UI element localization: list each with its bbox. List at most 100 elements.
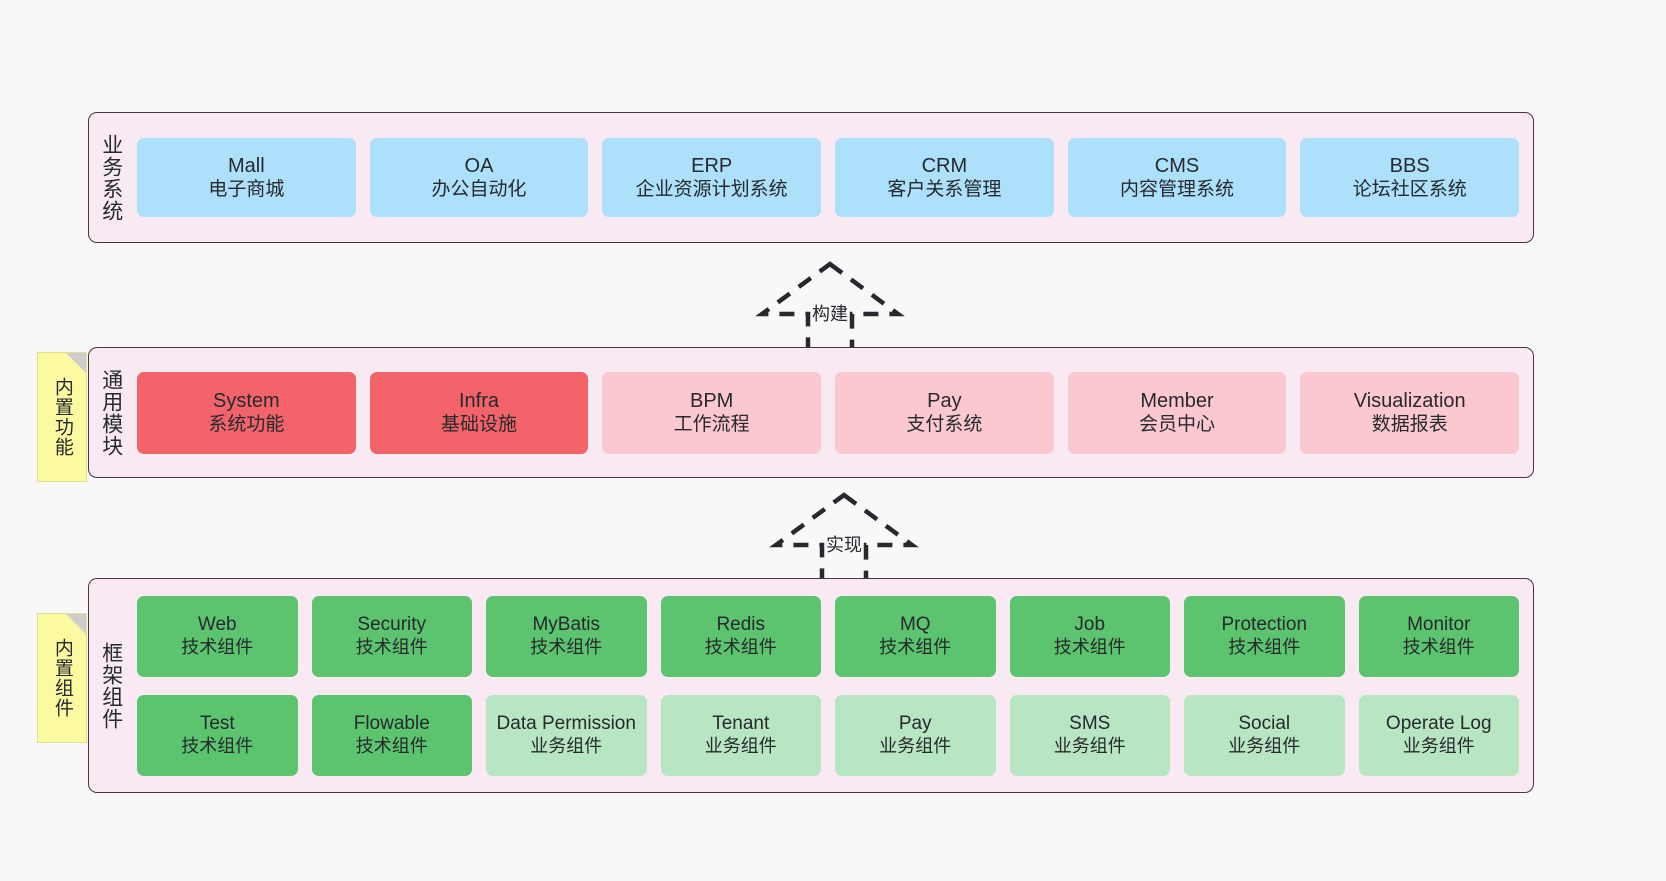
node-desc: 客户关系管理: [887, 179, 1002, 201]
node-desc: 业务组件: [704, 735, 777, 756]
node-name: Member: [1140, 389, 1214, 412]
node-desc: 论坛社区系统: [1352, 179, 1467, 201]
node-name: Job: [1074, 614, 1106, 636]
node-name: Mall: [228, 154, 265, 177]
note-fold-corner-icon: [66, 353, 86, 373]
node-name: Monitor: [1407, 614, 1471, 636]
node-desc: 技术组件: [1053, 636, 1126, 657]
implement-arrow: 实现: [766, 489, 922, 585]
node-desc: 内容管理系统: [1120, 179, 1235, 201]
node-desc: 技术组件: [704, 636, 777, 657]
node-name: Social: [1238, 713, 1291, 735]
node-desc: 技术组件: [530, 636, 603, 657]
node-desc: 技术组件: [181, 636, 254, 657]
node-name: Data Permission: [496, 713, 636, 735]
node-desc: 技术组件: [1402, 636, 1475, 657]
node-desc: 业务组件: [1228, 735, 1301, 756]
node-desc: 业务组件: [530, 735, 603, 756]
node-desc: 业务组件: [1053, 735, 1126, 756]
node-name: MQ: [899, 614, 931, 636]
note-fold-corner-icon: [66, 614, 86, 634]
node-name: BPM: [690, 389, 734, 412]
node-name: BBS: [1389, 154, 1430, 177]
module-layer-title: 通用模块: [99, 368, 123, 457]
node-desc: 技术组件: [355, 636, 428, 657]
note-builtin-components-label: 内置组件: [51, 638, 73, 718]
node-name: Visualization: [1353, 389, 1466, 412]
node-desc: 业务组件: [1402, 735, 1475, 756]
node-desc: 技术组件: [1228, 636, 1301, 657]
node-name: OA: [464, 154, 494, 177]
node-desc: 数据报表: [1371, 414, 1448, 436]
note-builtin-features: 内置功能: [37, 352, 87, 482]
node-name: Security: [357, 614, 427, 636]
node-name: ERP: [691, 154, 733, 177]
node-name: Tenant: [712, 713, 770, 735]
node-name: Protection: [1221, 614, 1308, 636]
note-builtin-components: 内置组件: [37, 613, 87, 743]
node-desc: 企业资源计划系统: [635, 179, 788, 201]
node-desc: 基础设施: [441, 414, 518, 436]
node-desc: 技术组件: [879, 636, 952, 657]
build-arrow-label: 构建: [812, 304, 848, 324]
node-name: Operate Log: [1385, 713, 1492, 735]
node-name: Web: [197, 614, 237, 636]
node-desc: 支付系统: [906, 414, 983, 436]
node-desc: 系统功能: [208, 414, 285, 436]
node-name: CMS: [1154, 154, 1200, 177]
node-name: Pay: [927, 389, 962, 412]
node-name: Pay: [898, 713, 932, 735]
node-desc: 工作流程: [673, 414, 750, 436]
business-layer-title: 业务系统: [99, 133, 123, 222]
note-builtin-features-label: 内置功能: [51, 377, 73, 457]
build-arrow: 构建: [752, 258, 908, 354]
node-desc: 技术组件: [181, 735, 254, 756]
node-name: SMS: [1069, 713, 1111, 735]
node-desc: 技术组件: [355, 735, 428, 756]
node-name: System: [212, 389, 280, 412]
node-name: Test: [199, 713, 235, 735]
node-desc: 会员中心: [1139, 414, 1216, 436]
node-name: MyBatis: [532, 614, 601, 636]
node-desc: 电子商城: [208, 179, 285, 201]
node-name: Flowable: [353, 713, 430, 735]
framework-layer-title: 框架组件: [99, 641, 123, 730]
implement-arrow-label: 实现: [826, 535, 862, 555]
